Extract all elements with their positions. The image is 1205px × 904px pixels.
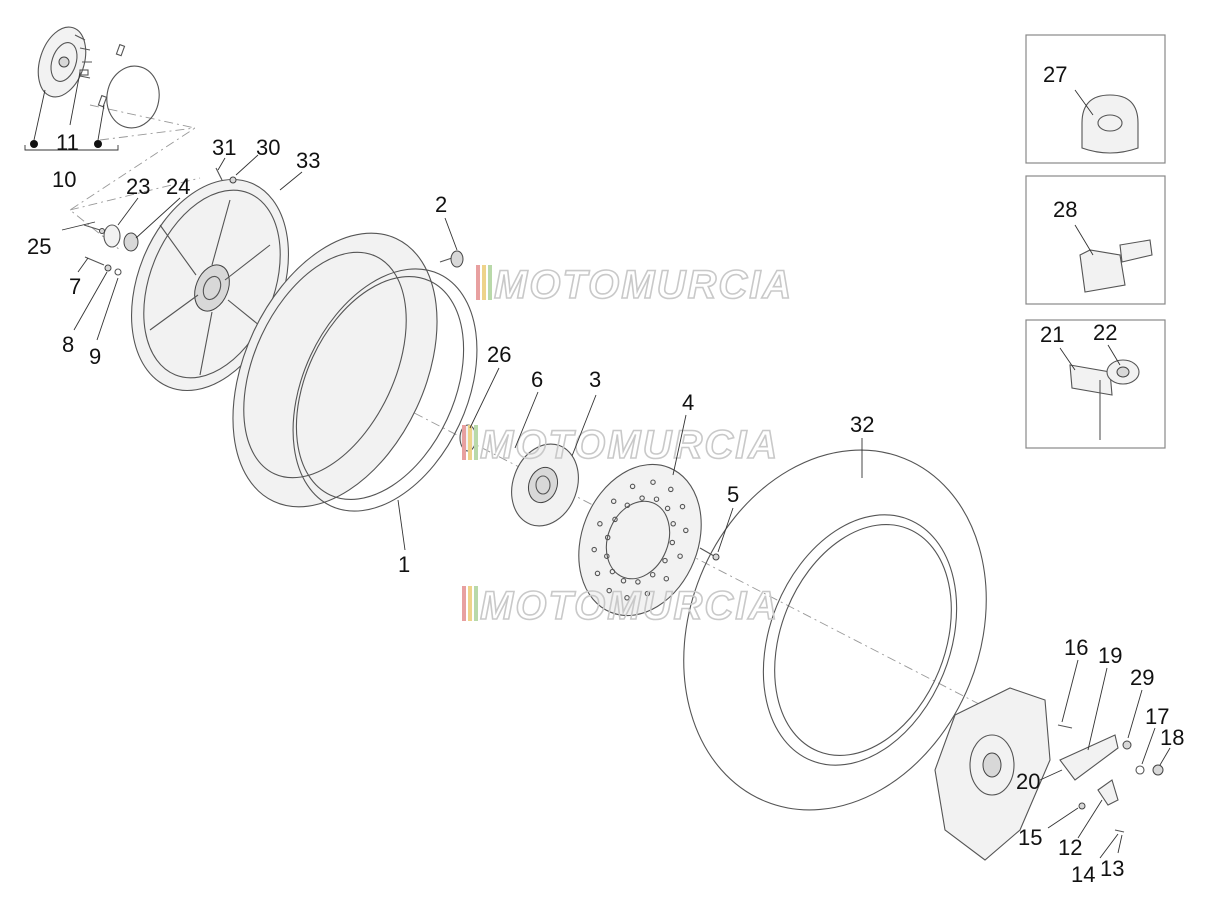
gasket-ring-part xyxy=(106,65,160,129)
callout-9: 9 xyxy=(89,344,101,369)
tyre-valve-part xyxy=(439,250,464,268)
svg-text:MOTOMURCIA: MOTOMURCIA xyxy=(494,263,793,307)
inset-box-parts-21-22 xyxy=(1025,319,1166,449)
callout-28: 28 xyxy=(1053,197,1077,222)
callout-25: 25 xyxy=(27,234,51,259)
disc-hole xyxy=(604,534,611,541)
callout-19: 19 xyxy=(1098,643,1122,668)
watermark-bottom: MOTOMURCIA xyxy=(462,583,779,629)
inset-box-clip-27 xyxy=(1025,34,1166,164)
disc-hole xyxy=(683,527,689,534)
callout-14: 14 xyxy=(1071,862,1095,887)
disc-hole xyxy=(644,590,651,597)
disc-hole xyxy=(612,516,618,523)
disc-screw-part xyxy=(699,547,720,561)
disc-hole xyxy=(670,521,676,527)
callout-21: 21 xyxy=(1040,322,1064,347)
callout-7: 7 xyxy=(69,274,81,299)
tyre-part xyxy=(683,449,987,811)
disc-hole xyxy=(639,495,645,501)
callout-16: 16 xyxy=(1064,635,1088,660)
brake-disc-part xyxy=(578,463,702,617)
disc-hole xyxy=(597,521,603,527)
disc-hole xyxy=(635,579,641,585)
disc-hole xyxy=(620,578,627,584)
disc-hole xyxy=(668,486,674,493)
callout-15: 15 xyxy=(1018,825,1042,850)
disc-hole xyxy=(606,587,612,594)
callout-22: 22 xyxy=(1093,320,1117,345)
disc-hole xyxy=(594,570,601,577)
disc-hole xyxy=(664,505,671,512)
wheel-hub-part xyxy=(511,443,579,527)
callout-23: 23 xyxy=(126,174,150,199)
svg-text:MOTOMURCIA: MOTOMURCIA xyxy=(480,584,779,628)
callout-17: 17 xyxy=(1145,704,1169,729)
callout-33: 33 xyxy=(296,148,320,173)
disc-hole xyxy=(677,553,683,559)
small-fasteners xyxy=(84,167,237,276)
watermark-middle: MOTOMURCIA xyxy=(462,422,779,468)
bracket-fasteners xyxy=(1057,724,1164,833)
callout-27: 27 xyxy=(1043,62,1067,87)
callout-24: 24 xyxy=(166,174,190,199)
callout-31: 31 xyxy=(212,135,236,160)
callout-30: 30 xyxy=(256,135,280,160)
disc-hole xyxy=(609,568,616,575)
disc-hole xyxy=(669,539,676,546)
callout-20: 20 xyxy=(1016,769,1040,794)
callout-labels: 1 2 3 4 5 6 7 8 9 10 11 12 13 14 15 16 1… xyxy=(27,62,1184,887)
disc-hole xyxy=(610,498,617,505)
callout-29: 29 xyxy=(1130,665,1154,690)
callout-18: 18 xyxy=(1160,725,1184,750)
hub-cap-part xyxy=(37,26,92,98)
callout-12: 12 xyxy=(1058,835,1082,860)
callout-10: 10 xyxy=(52,167,76,192)
caliper-bracket-part xyxy=(1059,734,1119,806)
callout-26: 26 xyxy=(487,342,511,367)
disc-hole xyxy=(679,503,686,510)
disc-hole xyxy=(653,496,660,502)
leader-lines xyxy=(24,71,1171,859)
disc-hole xyxy=(591,546,597,553)
callout-3: 3 xyxy=(589,367,601,392)
callout-2: 2 xyxy=(435,192,447,217)
callout-1: 1 xyxy=(398,552,410,577)
watermark-top: MOTOMURCIA xyxy=(476,262,793,308)
disc-hole xyxy=(624,502,631,509)
callout-13: 13 xyxy=(1100,856,1124,881)
inset-box-clip-28 xyxy=(1025,175,1166,305)
disc-hole xyxy=(650,479,656,485)
rim-part xyxy=(232,232,478,512)
svg-text:MOTOMURCIA: MOTOMURCIA xyxy=(480,423,779,467)
callout-4: 4 xyxy=(682,390,694,415)
bearing-parts xyxy=(83,224,139,252)
disc-hole xyxy=(662,557,668,564)
disc-hole xyxy=(663,575,670,582)
callout-11: 11 xyxy=(56,130,79,155)
callout-32: 32 xyxy=(850,412,874,437)
callout-5: 5 xyxy=(727,482,739,507)
disc-hole xyxy=(604,553,610,559)
disc-hole xyxy=(649,571,656,578)
clip-parts xyxy=(79,43,126,108)
group-bullet-dots xyxy=(30,140,102,148)
disc-hole xyxy=(624,595,630,601)
gearbox-housing-part xyxy=(934,687,1051,861)
disc-hole xyxy=(629,483,636,490)
callout-6: 6 xyxy=(531,367,543,392)
callout-8: 8 xyxy=(62,332,74,357)
